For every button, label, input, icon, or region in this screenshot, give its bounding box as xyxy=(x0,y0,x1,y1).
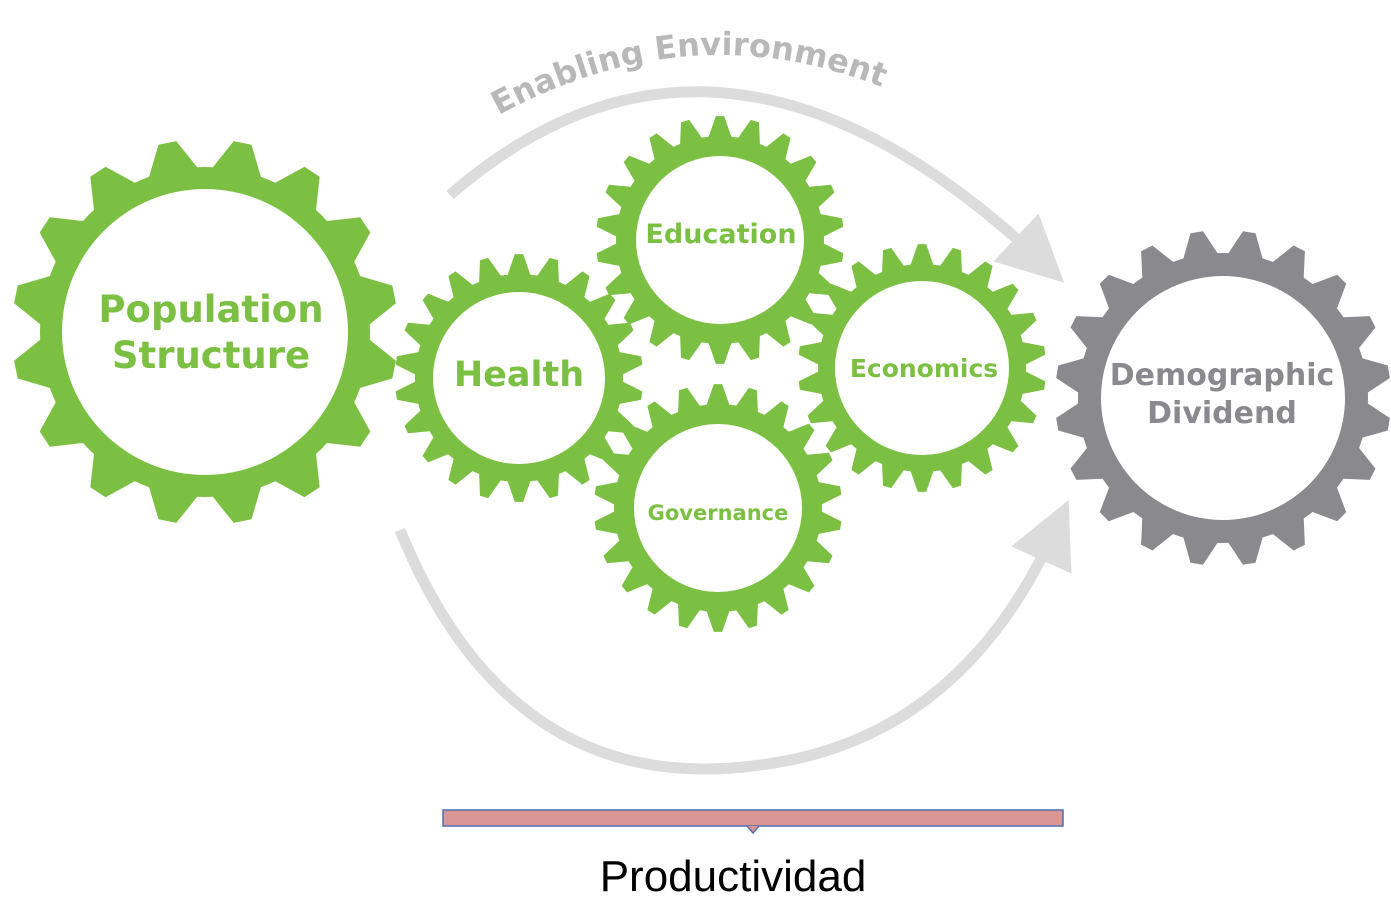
gear-health-hub xyxy=(433,292,605,464)
gear-dividend-hub xyxy=(1101,276,1345,520)
enabling-environment-label: Enabling Environment xyxy=(485,25,893,122)
productividad-bracket xyxy=(442,809,1064,827)
label-dividend: Dividend xyxy=(1147,396,1297,431)
gear-economics-hub xyxy=(835,281,1009,455)
gear-education xyxy=(596,116,844,364)
label-education: Education xyxy=(645,219,796,250)
productividad-label: Productividad xyxy=(599,852,867,901)
label-economics: Economics xyxy=(850,354,998,383)
gear-education-hub xyxy=(636,156,804,324)
label-demographic: Demographic xyxy=(1110,358,1335,393)
label-governance: Governance xyxy=(648,501,789,525)
label-population: Population xyxy=(98,288,323,331)
gear-health xyxy=(395,254,643,502)
label-health: Health xyxy=(454,355,584,395)
gear-governance-hub xyxy=(634,424,802,592)
gear-population-hub xyxy=(62,189,348,475)
bottom-arrow xyxy=(394,499,1072,775)
top-arrow xyxy=(446,86,1065,283)
gear-economics xyxy=(798,244,1046,492)
bracket-pointer xyxy=(746,825,760,835)
gear-demographic-dividend xyxy=(1056,231,1390,565)
gear-governance xyxy=(594,384,842,632)
label-structure: Structure xyxy=(112,334,310,377)
gear-population-structure xyxy=(14,141,396,523)
